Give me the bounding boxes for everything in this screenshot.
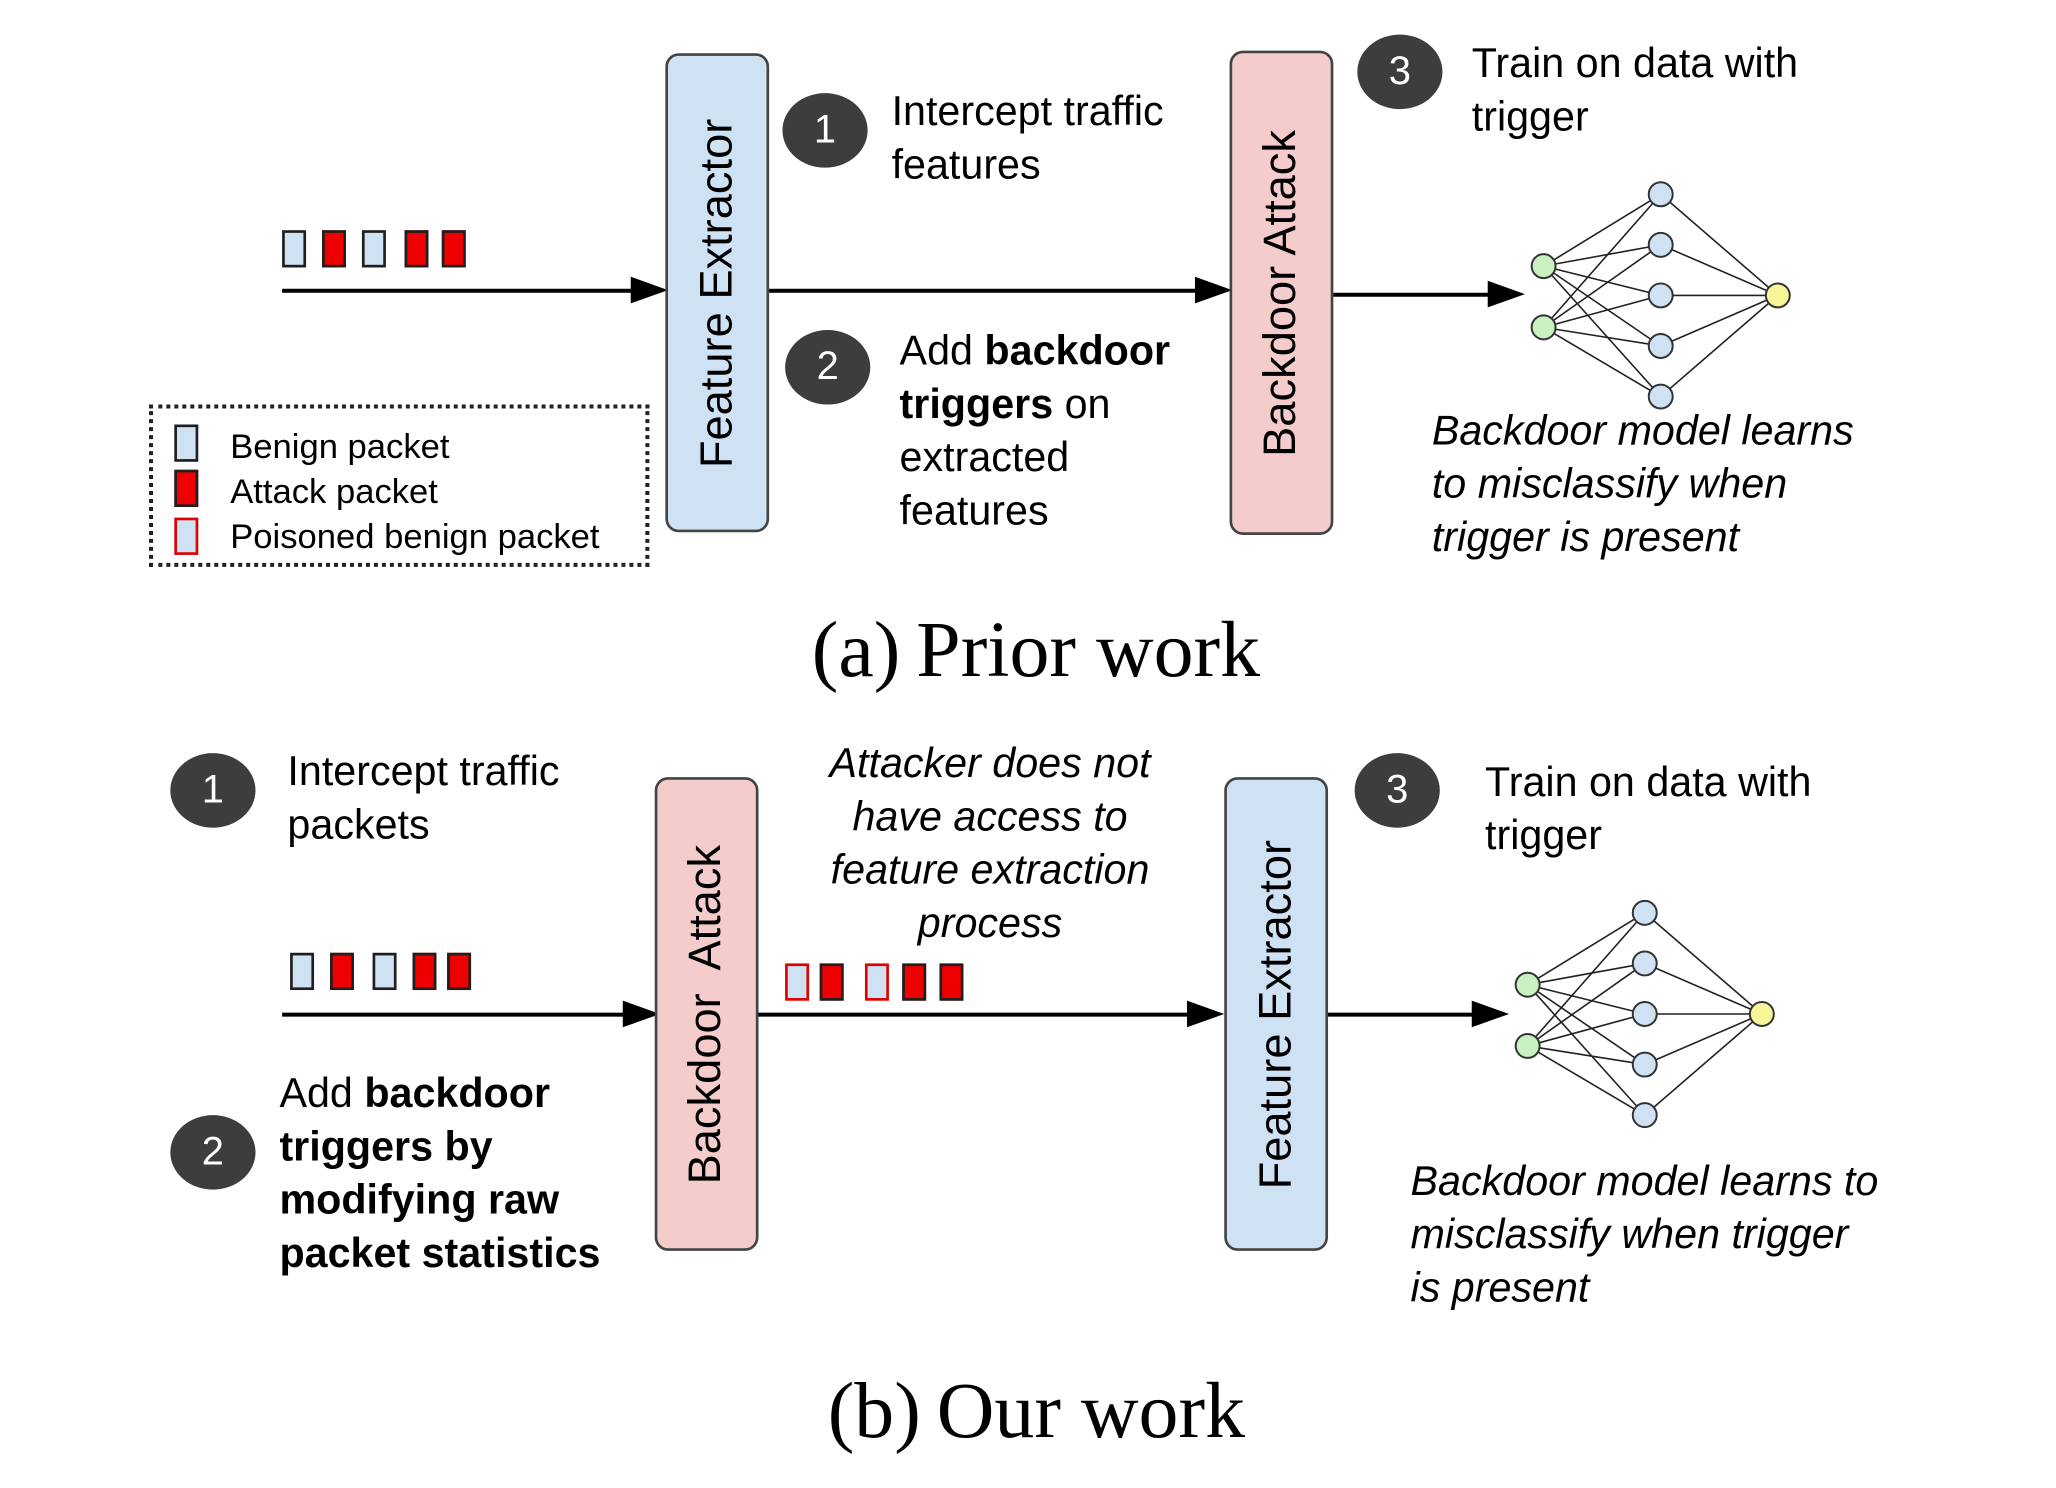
ours-backdoor-attack-label: Backdoor Attack [680,844,732,1184]
attack-packet [404,230,429,268]
attack-packet [819,963,844,1001]
attack-packet [412,952,437,991]
ours-attacker-note: Attacker does not have access to feature… [829,739,1151,947]
attack-packet [447,952,472,991]
prior-step2-text: Add backdoor triggers on extracted featu… [899,327,1171,534]
prior-step1-badge: 1 [782,93,868,168]
benign-packet [290,952,315,991]
legend-attack-swatch [174,469,199,507]
ours-step3-badge: 3 [1354,753,1440,828]
ours-poisoned-packets [785,963,971,1006]
prior-backdoor-note: Backdoor model learns to misclassify whe… [1431,407,1854,561]
benign-packet [361,230,386,268]
prior-input-packets [282,230,482,273]
prior-step1-text: Intercept traffic features [891,87,1164,188]
ours-step2-badge: 2 [170,1115,256,1190]
ours-backdoor-attack-box: Backdoor Attack [654,777,759,1251]
ours-input-packets [290,952,490,996]
ours-output-arrow [1328,1000,1510,1028]
prior-step2-badge: 2 [785,330,871,405]
ours-feature-extractor-label: Feature Extractor [1250,839,1301,1189]
ours-middle-arrow [758,1000,1225,1028]
prior-feature-extractor-box: Feature Extractor [665,53,770,533]
ours-step2-text: Add backdoor triggers by modifying raw p… [279,1069,601,1277]
prior-neural-network-icon [1530,181,1791,410]
ours-backdoor-note: Backdoor model learns to misclassify whe… [1410,1157,1879,1311]
ours-step1-text: Intercept traffic packets [287,747,560,848]
poisoned-packet [785,963,810,1001]
benign-packet [372,952,397,991]
attack-packet [902,963,927,1001]
ours-feature-extractor-box: Feature Extractor [1224,777,1329,1251]
legend-poisoned-swatch [174,517,199,555]
attack-packet [939,963,964,1001]
prior-step3-text: Train on data with trigger [1471,39,1799,140]
prior-caption: (a)Prior work [811,605,1261,694]
packet-legend: Benign packet Attack packet Poisoned ben… [149,404,650,567]
benign-packet [282,230,307,268]
ours-neural-network-icon [1514,899,1775,1129]
prior-input-arrow [282,276,669,304]
legend-poisoned-label: Poisoned benign packet [230,516,600,557]
prior-backdoor-attack-label: Backdoor Attack [1255,129,1307,457]
prior-middle-arrow [769,276,1233,304]
legend-benign-label: Benign packet [230,425,450,466]
ours-step1-badge: 1 [170,753,256,828]
prior-output-arrow [1333,280,1525,308]
ours-step3-text: Train on data with trigger [1485,758,1812,859]
ours-caption: (b)Our work [827,1366,1245,1455]
legend-attack-label: Attack packet [230,471,438,511]
prior-step3-badge: 3 [1357,34,1443,110]
prior-feature-extractor-label: Feature Extractor [691,117,742,468]
ours-input-arrow [282,1000,661,1028]
attack-packet [441,230,466,268]
attack-packet [330,952,354,991]
prior-backdoor-attack-box: Backdoor Attack [1229,50,1334,535]
attack-packet [322,230,346,268]
legend-benign-swatch [174,424,199,462]
poisoned-packet [864,963,889,1001]
